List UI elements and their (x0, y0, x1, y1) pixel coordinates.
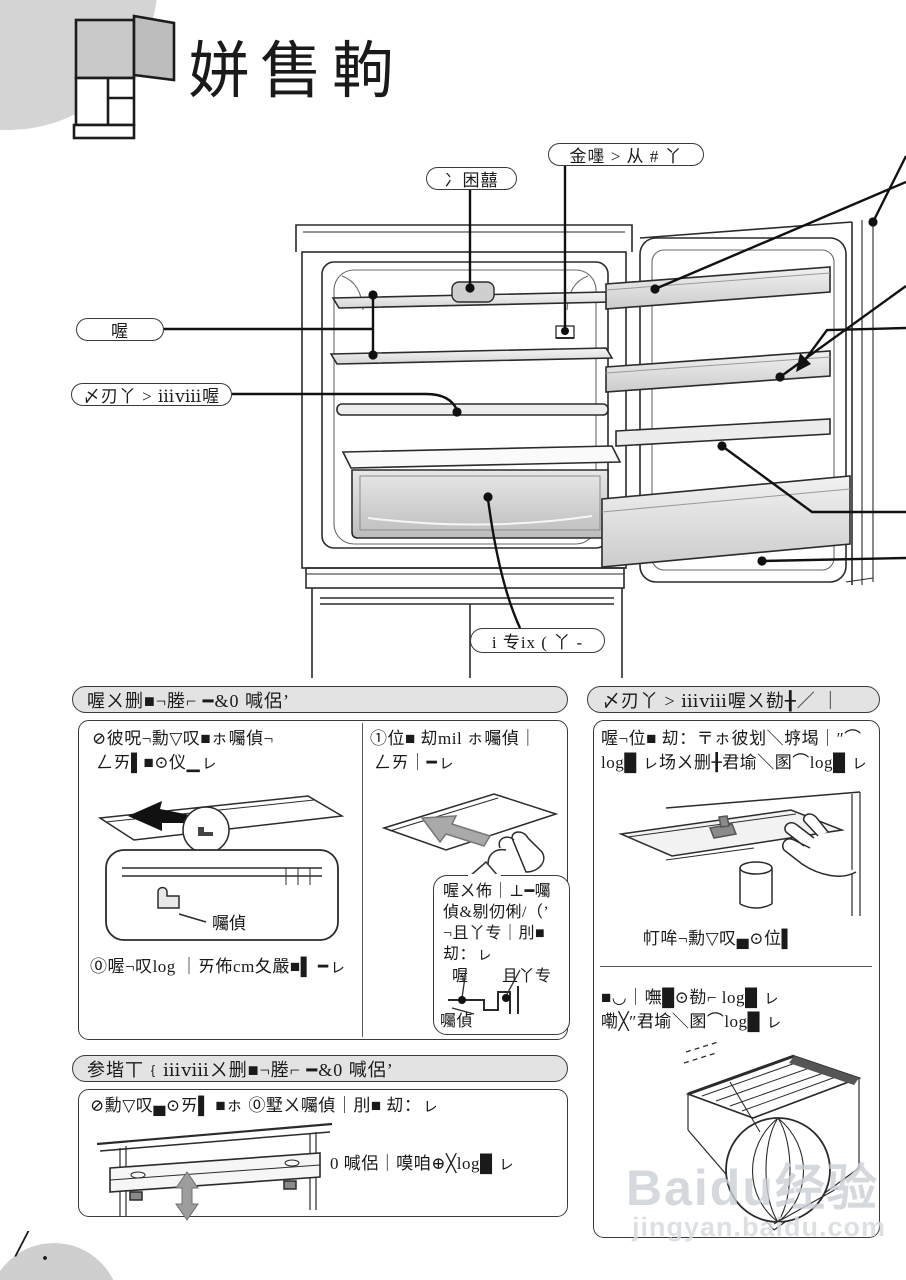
bubble-tail (468, 860, 501, 879)
bin-height-illustration (96, 1122, 333, 1221)
lift-shelf-illustration (381, 793, 559, 873)
note-line-2: 偵&剔仞俐/（’ (443, 904, 550, 921)
step-b-line1: ①位■ 刧mil ㇹ囑偵｜ (370, 729, 537, 748)
section-header-shelf-removal: 喔ㄨ删■¬塍⌐ ━&0 喊侶’ (72, 686, 568, 713)
crisper-watermelon-illustration (683, 1041, 862, 1231)
note-label-bottom: 囑偵 (440, 1013, 474, 1030)
section-header-glass-shelf: 〆刃丫 > ⅲⅷ喔ㄨ勌╂／ ｜ (587, 686, 880, 713)
arrowhead (796, 353, 811, 372)
callout-dots (368, 217, 878, 566)
page-title: 姘售軥 (188, 38, 405, 106)
up-down-arrow-icon (175, 1171, 199, 1221)
hook-part-label: 囑偵 (212, 914, 246, 933)
interior-shelves (329, 291, 622, 539)
step-a-line1: ⊘彼呪¬勳▽叹■ㇹ囑偵¬ (92, 729, 274, 748)
note-line-4: 刧：ㇾ (443, 946, 493, 963)
glass-para2-line2: 嘞╳″君堬＼圂⌒log█ ㇾ (601, 1012, 783, 1031)
glass-caption: 帄哞¬勳▽叹▄⊙位▌ (643, 929, 794, 948)
callout-crisper: i 专ix ( 丫 - (470, 628, 605, 653)
note-label-left: 喔 (452, 968, 469, 985)
baidu-watermark-logo: Baidu经验 (626, 1148, 879, 1220)
callout-lamp: 冫困囍 (426, 167, 517, 190)
lamp (451, 281, 495, 303)
note-bubble: 喔ㄨ佈｜⊥━囑 偵&剔仞俐/（’ ¬且丫专｜刖■ 刧：ㇾ 喔 且丫专 囑偵 (433, 860, 570, 1035)
note-mini-diagram (448, 969, 521, 1015)
step-a-line2: ㄥㄞ▌■⊙仪▁ㇾ (96, 753, 218, 772)
right-box-divider (600, 966, 872, 967)
door-bin-box (78, 1089, 568, 1217)
slide-shelf-illustration (618, 791, 861, 916)
note-line-1: 喔ㄨ佈｜⊥━囑 (443, 883, 552, 900)
page-number-dot: . (42, 1240, 48, 1266)
watermark-brand: Baidu (626, 1160, 775, 1216)
door-bin-line1: ⊘勳▽叹▄⊙ㄞ▌ ■ㇹ ⓪墅ㄨ囑偵｜刖■ 刧：ㇾ (90, 1096, 439, 1115)
callout-glass-shelf: 〆刃丫 > ⅲⅷ喔 (71, 383, 232, 406)
callout-shelf: 喔 (76, 318, 164, 341)
section-header-door-bin: 参堦丅﹛ⅲⅷㄨ删■¬塍⌐ ━&0 喊侶’ (72, 1055, 568, 1082)
door-bin-line2: 0 喊侶｜嗼咱⊕╳log█ ㇾ (330, 1154, 515, 1173)
note-label-right: 且丫专 (502, 968, 552, 985)
page-number: / (16, 1223, 27, 1265)
column-divider (362, 723, 363, 1037)
shelf-removal-illustration: 囑偵 (97, 795, 345, 941)
watermark-suffix: 经验 (774, 1160, 879, 1216)
glass-para1-line1: 喔¬位■ 刧：〒ㇹ彼划＼垿堨｜″⌒ (601, 729, 862, 748)
door-bins (601, 266, 851, 568)
door-outline (639, 218, 874, 585)
glass-para1-line2: log█ ㇾ场ㄨ删╂君堬＼圂⌒log█ ㇾ (601, 753, 868, 772)
step-a-note: ⓪喔¬叹log ｜ㄞ佈cm夂嚴■▌ ━ㇾ (90, 957, 347, 976)
fridge-chapter-icon (72, 14, 176, 140)
glass-para2-line1: ■◡｜嘸█⊙勌⌐ log█ ㇾ (601, 988, 780, 1007)
refrigerator-diagram (163, 155, 906, 678)
callout-egg-tray: 金嚜 > 从 # 丫 (548, 143, 704, 166)
note-line-3: ¬且丫专｜刖■ (443, 925, 546, 942)
step-b-line2: ㄥㄞ｜━ㇾ (374, 753, 455, 772)
baidu-watermark-url: jingyan.baidu.com (632, 1212, 887, 1242)
